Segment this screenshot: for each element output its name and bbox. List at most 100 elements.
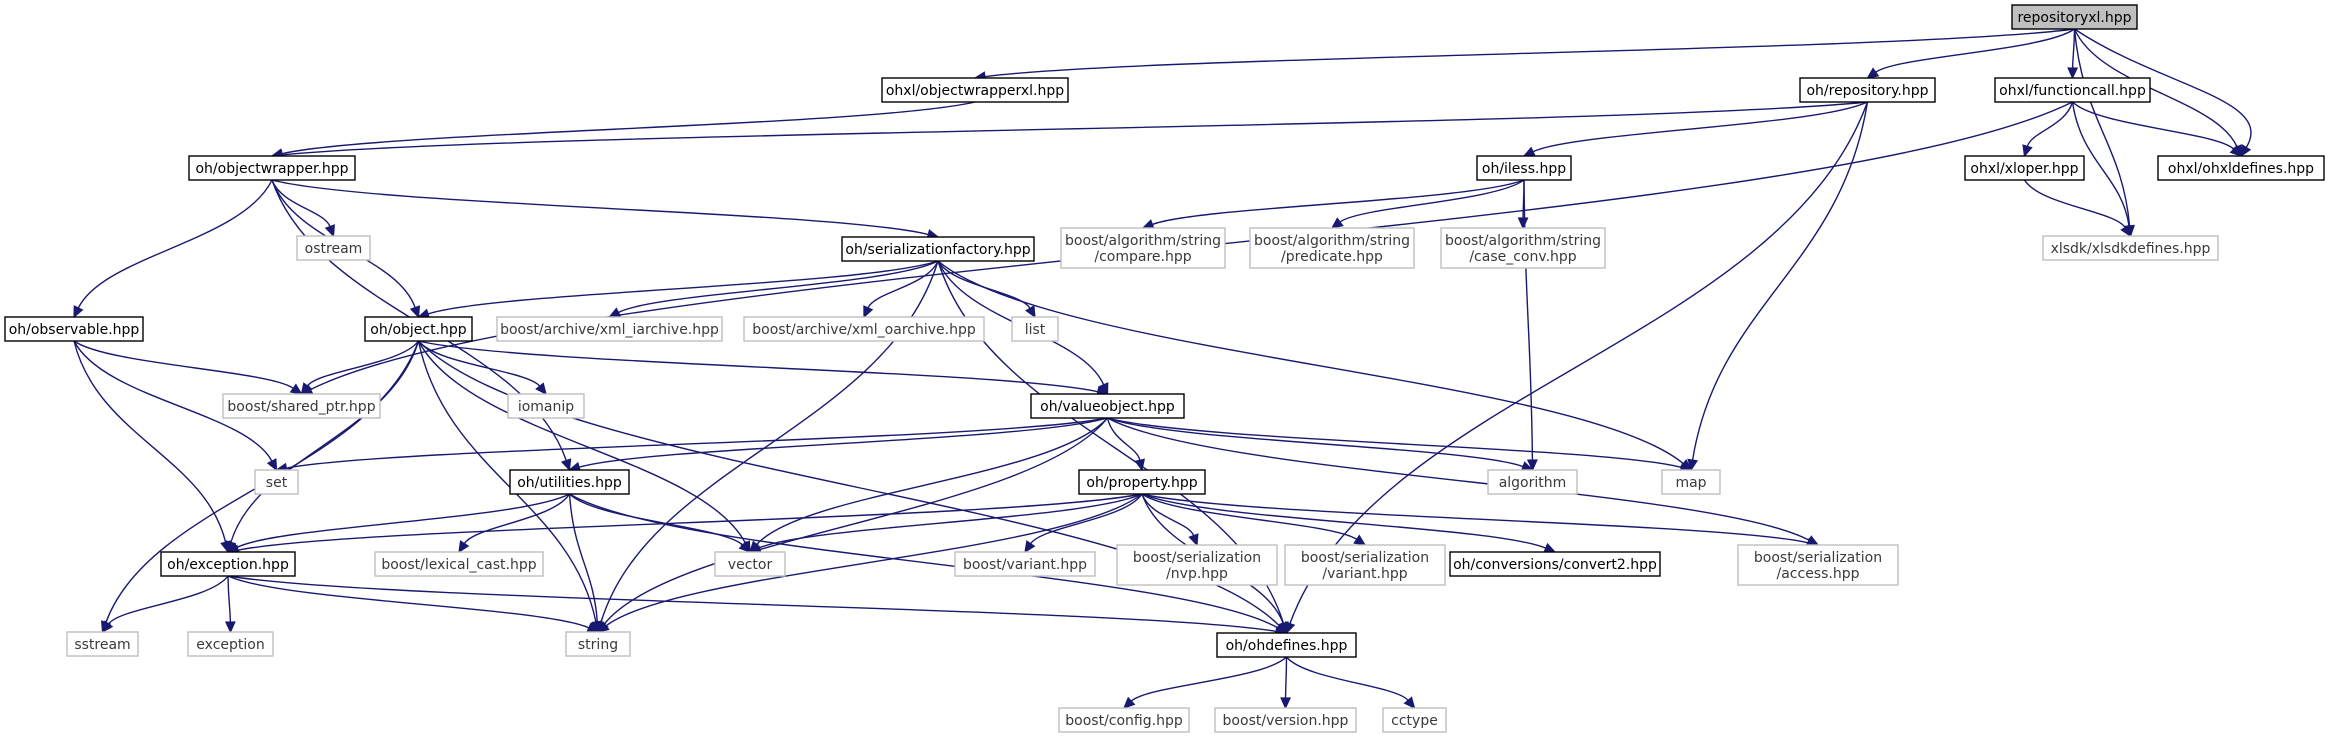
node-box (496, 316, 723, 342)
edge-line (937, 260, 1031, 309)
edge-functioncall-to-ohxldefines (2072, 101, 2243, 158)
edge-repository-to-iless (1522, 101, 1868, 157)
node-ostream: ostream (296, 235, 371, 261)
edge-line (2073, 28, 2238, 148)
node-label: oh/iless.hpp (1482, 161, 1566, 177)
edge-arrowhead (591, 621, 603, 634)
edge-line (73, 340, 294, 389)
edge-line (1141, 493, 1195, 536)
edge-iless-to-case_conv (1517, 179, 1529, 230)
edge-line (227, 575, 590, 629)
node-box (1011, 316, 1059, 342)
edge-line (2071, 28, 2076, 69)
edge-property-to-exception_hpp (226, 493, 1143, 556)
node-convert2[interactable]: oh/conversions/convert2.hpp (1449, 551, 1661, 577)
edge-line (1152, 179, 1525, 226)
edge-arrowhead (2067, 67, 2079, 80)
edge-arrowhead (2120, 224, 2132, 238)
node-objectwrapperxl[interactable]: ohxl/objectwrapperxl.hpp (881, 77, 1069, 103)
node-object[interactable]: oh/object.hpp (364, 316, 473, 342)
edge-line (230, 340, 420, 543)
edge-arrowhead (608, 307, 622, 318)
edge-property-to-string (596, 493, 1143, 633)
edge-line (271, 179, 929, 236)
node-objectwrapper[interactable]: oh/objectwrapper.hpp (188, 155, 356, 181)
edge-arrowhead (324, 224, 335, 238)
node-repository[interactable]: oh/repository.hpp (1799, 77, 1936, 103)
node-box (1994, 77, 2151, 103)
node-label: boost/serialization (1133, 550, 1261, 566)
node-box (1737, 544, 1899, 586)
node-vector: vector (714, 551, 786, 577)
node-functioncall[interactable]: ohxl/functioncall.hpp (1994, 77, 2151, 103)
node-box (1249, 227, 1415, 269)
edge-line (2072, 101, 2235, 150)
node-iless[interactable]: oh/iless.hpp (1476, 155, 1572, 181)
node-ser_variant: boost/serialization/variant.hpp (1284, 544, 1446, 586)
edge-arrowhead (1866, 67, 1880, 79)
node-label: oh/objectwrapper.hpp (195, 161, 348, 177)
node-xml_oarchive: boost/archive/xml_oarchive.hpp (743, 316, 985, 342)
edge-object-to-valueobject (418, 340, 1109, 397)
node-box (881, 77, 1069, 103)
edge-property-to-access (1141, 493, 1820, 548)
node-valueobject[interactable]: oh/valueobject.hpp (1030, 393, 1185, 419)
edge-object-to-vector (417, 340, 751, 554)
edge-line (73, 340, 273, 462)
node-label: xlsdk/xlsdkdefines.hpp (2051, 241, 2211, 257)
node-box (507, 393, 585, 419)
edge-line (427, 260, 939, 315)
edge-arrowhead (266, 458, 278, 472)
node-label: oh/valueobject.hpp (1040, 399, 1175, 415)
edge-serializationfactory-to-xml_oarchive (863, 260, 939, 319)
node-box (374, 551, 544, 577)
node-utilities[interactable]: oh/utilities.hpp (509, 469, 630, 495)
node-label: oh/utilities.hpp (517, 475, 622, 491)
edge-line (1339, 179, 1525, 223)
node-xlsdkdefines: xlsdk/xlsdkdefines.hpp (2042, 235, 2219, 261)
edge-arrowhead (1403, 696, 1416, 710)
node-label: map (1675, 475, 1706, 491)
node-box (2157, 155, 2325, 181)
node-box (1078, 469, 1206, 495)
node-observable[interactable]: oh/observable.hpp (4, 316, 144, 342)
edge-exception_hpp-to-exception (224, 575, 236, 634)
node-box (1214, 707, 1357, 733)
edge-line (77, 179, 273, 309)
edge-line (568, 493, 599, 623)
node-ohdefines[interactable]: oh/ohdefines.hpp (1216, 632, 1357, 658)
node-ohxldefines[interactable]: ohxl/ohxldefines.hpp (2157, 155, 2325, 181)
node-exception_hpp[interactable]: oh/exception.hpp (160, 551, 296, 577)
node-repositoryxl[interactable]: repositoryxl.hpp (2011, 4, 2138, 30)
edge-objectwrapper-to-observable (73, 179, 273, 319)
node-label: ostream (305, 241, 363, 257)
node-property[interactable]: oh/property.hpp (1078, 469, 1206, 495)
node-label: boost/variant.hpp (963, 557, 1087, 573)
node-box (364, 316, 473, 342)
node-version: boost/version.hpp (1214, 707, 1357, 733)
edge-line (1875, 28, 2075, 73)
node-algorithm: algorithm (1487, 469, 1578, 495)
edge-repositoryxl-to-objectwrapperxl (973, 28, 2075, 82)
edge-observable-to-set (73, 340, 278, 472)
node-box (296, 235, 371, 261)
edge-line (2026, 101, 2074, 147)
node-label: /compare.hpp (1094, 249, 1191, 265)
edge-line (1285, 656, 1409, 701)
node-xloper[interactable]: ohxl/xloper.hpp (1964, 155, 2085, 181)
node-variant: boost/variant.hpp (954, 551, 1096, 577)
edge-line (569, 493, 744, 546)
node-label: oh/ohdefines.hpp (1226, 638, 1348, 654)
edge-arrowhead (738, 540, 752, 554)
node-box (1284, 544, 1446, 586)
edge-arrowhead (1526, 459, 1538, 472)
node-box (187, 631, 274, 657)
node-box (2011, 4, 2138, 30)
edge-repositoryxl-to-ohxldefines (2074, 28, 2252, 158)
edge-arrowhead (1122, 696, 1136, 710)
edge-valueobject-to-utilities (568, 417, 1108, 473)
node-lexical_cast: boost/lexical_cast.hpp (374, 551, 544, 577)
edge-line (1130, 656, 1287, 702)
node-serializationfactory[interactable]: oh/serializationfactory.hpp (841, 236, 1035, 262)
